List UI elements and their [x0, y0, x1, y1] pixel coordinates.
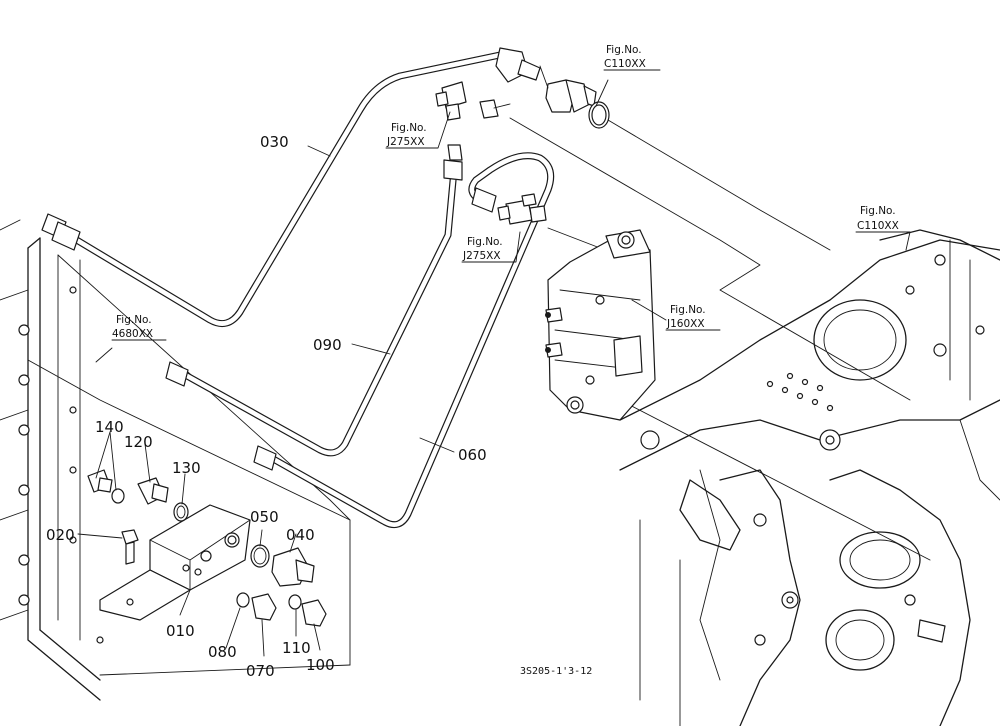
- transmission-housing: [619, 229, 1000, 726]
- plug-140: [87, 469, 125, 504]
- label-060: 060: [458, 446, 487, 464]
- plug-120: [137, 477, 169, 505]
- fig-ref-c110-right-code: C110XX: [857, 220, 899, 232]
- fig-ref-4680-label: Fig.No.: [116, 314, 152, 326]
- tee-fitting-lower: [497, 193, 547, 225]
- label-030: 030: [260, 133, 289, 151]
- pipe-090: [165, 144, 463, 457]
- label-040: 040: [286, 526, 315, 544]
- adapter-c110: [539, 65, 610, 129]
- label-050: 050: [250, 508, 279, 526]
- label-120: 120: [124, 433, 153, 451]
- label-090: 090: [313, 336, 342, 354]
- label-080: 080: [208, 643, 237, 661]
- diagram-code: 3S205-1'3-12: [520, 666, 592, 677]
- fig-ref-j275-lower-code: J275XX: [462, 250, 501, 262]
- fig-ref-j275-upper-label: Fig.No.: [391, 122, 427, 134]
- tee-fitting-upper: [435, 81, 511, 121]
- fig-ref-j275-upper-code: J275XX: [386, 136, 425, 148]
- label-110: 110: [282, 639, 311, 657]
- adapter-070: [251, 593, 277, 621]
- oring-080: [236, 592, 250, 608]
- part-leaders: [77, 145, 455, 657]
- adapter-100: [301, 599, 327, 627]
- fig-ref-c110-top-label: Fig.No.: [606, 44, 642, 56]
- fig-ref-4680-code: 4680XX: [112, 328, 153, 340]
- label-130: 130: [172, 459, 201, 477]
- label-020: 020: [46, 526, 75, 544]
- control-valve: [545, 229, 656, 421]
- pipe-030: [41, 47, 541, 328]
- adapter-040: [271, 547, 315, 587]
- oring-130: [173, 502, 189, 522]
- fig-ref-c110-top-code: C110XX: [604, 58, 646, 70]
- label-100: 100: [306, 656, 335, 674]
- label-140: 140: [95, 418, 124, 436]
- block-010: [99, 504, 251, 621]
- pipe-060: [253, 152, 555, 529]
- fig-ref-j160-label: Fig.No.: [670, 304, 706, 316]
- fig-ref-j275-lower-label: Fig.No.: [467, 236, 503, 248]
- label-070: 070: [246, 662, 275, 680]
- bolt-020: [121, 529, 139, 565]
- oring-050: [250, 544, 270, 568]
- fig-ref-j160-code: J160XX: [666, 318, 705, 330]
- oring-110: [288, 594, 302, 610]
- fig-ref-c110-right-label: Fig.No.: [860, 205, 896, 217]
- fig-ref-leaders: [95, 69, 911, 363]
- label-010: 010: [166, 622, 195, 640]
